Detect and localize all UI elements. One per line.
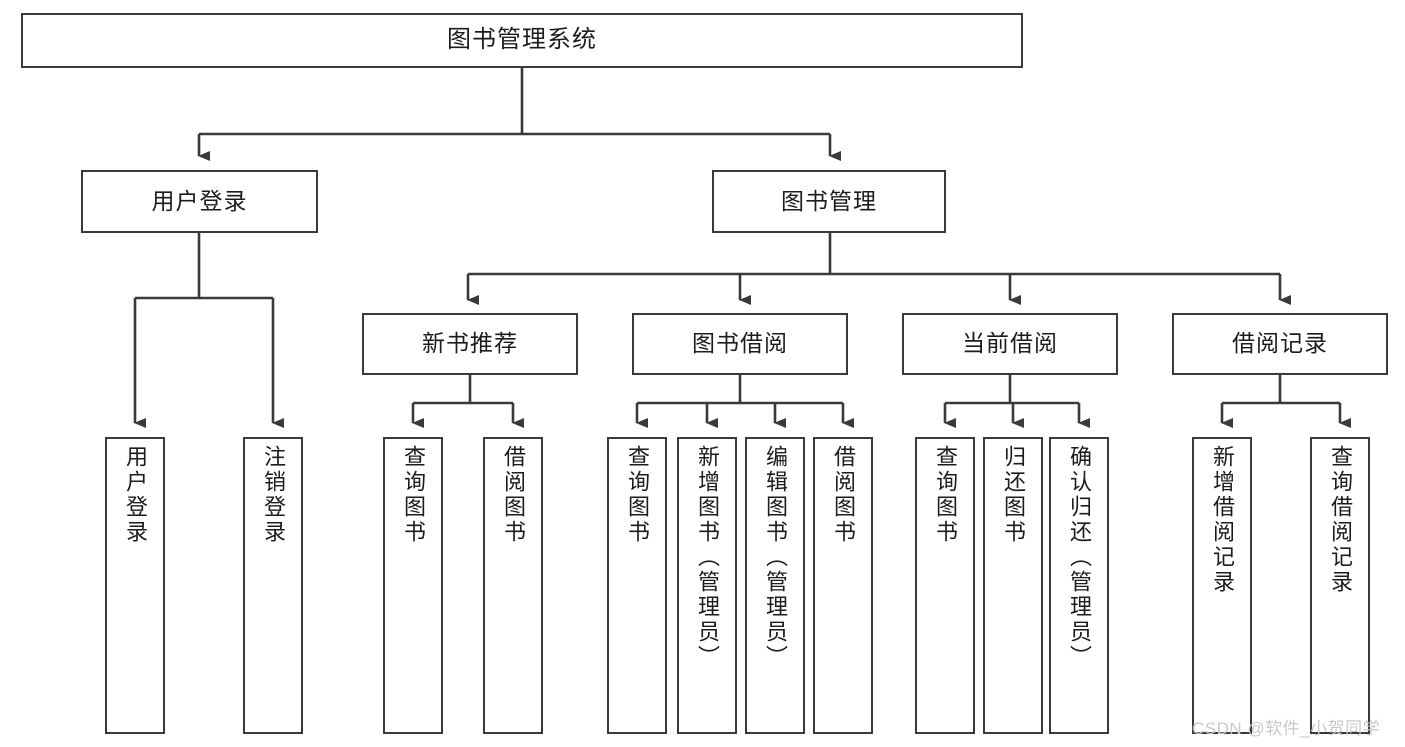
leaf-br-query-record[interactable]: 查询借阅记录 (1310, 437, 1370, 734)
leaf-bb-add-book-admin-label: 新增图书（管理员） (695, 445, 720, 670)
node-book-borrow-label: 图书借阅 (692, 330, 788, 357)
node-borrow-record-label: 借阅记录 (1232, 330, 1328, 357)
leaf-logout-label: 注销登录 (261, 445, 286, 545)
leaf-cb-confirm-return-admin[interactable]: 确认归还（管理员） (1049, 437, 1109, 734)
node-new-book-recommend-label: 新书推荐 (422, 330, 518, 357)
node-user-login-label: 用户登录 (151, 187, 248, 214)
leaf-nb-borrow-book[interactable]: 借阅图书 (483, 437, 543, 734)
leaf-cb-confirm-return-admin-label: 确认归还（管理员） (1067, 445, 1092, 670)
leaf-cb-return-book[interactable]: 归还图书 (983, 437, 1043, 734)
leaf-bb-edit-book-admin-label: 编辑图书（管理员） (763, 445, 788, 670)
leaf-bb-borrow-book[interactable]: 借阅图书 (813, 437, 873, 734)
leaf-br-add-record[interactable]: 新增借阅记录 (1192, 437, 1252, 734)
leaf-cb-query-book[interactable]: 查询图书 (915, 437, 975, 734)
node-root-system[interactable]: 图书管理系统 (21, 13, 1023, 68)
leaf-br-add-record-label: 新增借阅记录 (1210, 445, 1235, 595)
leaf-br-query-record-label: 查询借阅记录 (1328, 445, 1353, 595)
node-book-management-label: 图书管理 (781, 187, 877, 214)
node-new-book-recommend[interactable]: 新书推荐 (362, 313, 578, 375)
leaf-bb-query-book-label: 查询图书 (625, 445, 650, 545)
leaf-logout[interactable]: 注销登录 (243, 437, 303, 734)
leaf-bb-add-book-admin[interactable]: 新增图书（管理员） (677, 437, 737, 734)
watermark-text: CSDN @软件_小贺同学 (1192, 719, 1381, 738)
node-user-login[interactable]: 用户登录 (81, 170, 318, 233)
node-root-system-label: 图书管理系统 (447, 26, 597, 54)
leaf-bb-borrow-book-label: 借阅图书 (831, 445, 856, 545)
leaf-nb-query-book-label: 查询图书 (401, 445, 426, 545)
leaf-bb-edit-book-admin[interactable]: 编辑图书（管理员） (745, 437, 805, 734)
leaf-cb-query-book-label: 查询图书 (933, 445, 958, 545)
node-book-management[interactable]: 图书管理 (712, 170, 946, 233)
leaf-cb-return-book-label: 归还图书 (1001, 445, 1026, 545)
leaf-nb-query-book[interactable]: 查询图书 (383, 437, 443, 734)
node-current-borrow[interactable]: 当前借阅 (902, 313, 1118, 375)
leaf-user-login[interactable]: 用户登录 (105, 437, 165, 734)
leaf-bb-query-book[interactable]: 查询图书 (607, 437, 667, 734)
node-borrow-record[interactable]: 借阅记录 (1172, 313, 1388, 375)
leaf-user-login-label: 用户登录 (123, 445, 148, 545)
leaf-nb-borrow-book-label: 借阅图书 (501, 445, 526, 545)
node-book-borrow[interactable]: 图书借阅 (632, 313, 848, 375)
node-current-borrow-label: 当前借阅 (962, 330, 1058, 357)
